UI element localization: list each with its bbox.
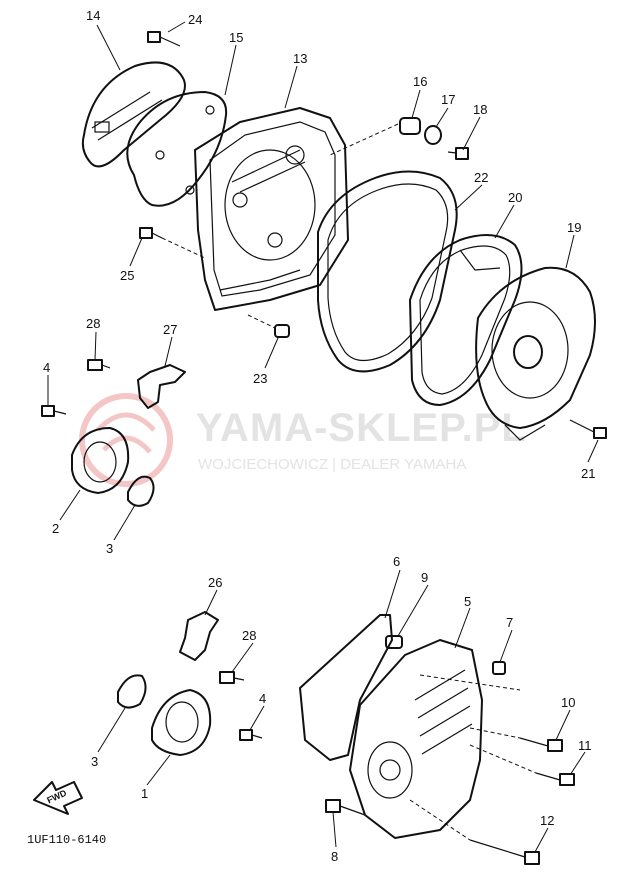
- callout-8: 8: [331, 849, 338, 864]
- callout-26: 26: [208, 575, 222, 590]
- part-26-bracket: [179, 611, 219, 661]
- callout-11: 11: [578, 738, 592, 753]
- callout-25: 25: [120, 268, 134, 283]
- part-19-outer-cover: [475, 266, 596, 441]
- part-10-bolt: [469, 727, 563, 752]
- callout-13: 13: [293, 51, 307, 66]
- callouts: 14 24 15 13 16 17 18 22 20 19 25 23 28 2…: [43, 8, 595, 864]
- part-7-nut: [419, 661, 521, 691]
- part-6-gasket: [299, 614, 393, 761]
- part-11-bolt: [469, 744, 575, 786]
- callout-20: 20: [508, 190, 522, 205]
- fwd-label: FWD: [45, 787, 68, 805]
- part-15-gasket: [126, 91, 228, 207]
- part-8-plug: [325, 799, 366, 816]
- callout-7: 7: [506, 615, 513, 630]
- watermark-dealer: WOJCIECHOWICZ | DEALER YAMAHA: [198, 456, 466, 473]
- callout-22: 22: [474, 170, 488, 185]
- callout-19: 19: [567, 220, 581, 235]
- part-28-bolt-upper: [87, 359, 111, 371]
- callout-28-upper: 28: [86, 316, 100, 331]
- watermark-logo-mark: [96, 412, 156, 454]
- callout-6: 6: [393, 554, 400, 569]
- part-5-crankcase-cover: [349, 639, 483, 839]
- part-12-bolt: [409, 799, 540, 865]
- callout-18: 18: [473, 102, 487, 117]
- part-22-gasket: [317, 170, 458, 373]
- part-24-bolt: [147, 31, 181, 47]
- part-20-gasket: [409, 234, 523, 406]
- callout-14: 14: [86, 8, 100, 23]
- callout-23: 23: [253, 371, 267, 386]
- part-23-dowel: [247, 314, 290, 338]
- part-27-bracket: [137, 364, 186, 409]
- callout-24: 24: [188, 12, 202, 27]
- diagram-code: 1UF110-6140: [27, 833, 106, 847]
- callout-9: 9: [421, 570, 428, 585]
- callout-1: 1: [141, 786, 148, 801]
- callout-5: 5: [464, 594, 471, 609]
- callout-4-lower: 4: [259, 691, 266, 706]
- part-25-bolt: [139, 227, 206, 259]
- part-4-bolt-upper: [41, 405, 67, 417]
- part-17-washer: [424, 125, 442, 145]
- watermark: YAMA-SKLEP.PL WOJCIECHOWICZ | DEALER YAM…: [79, 393, 527, 487]
- callout-3-upper: 3: [106, 541, 113, 556]
- part-4-bolt-lower: [239, 729, 263, 741]
- part-13-crankcase-cover: [194, 107, 349, 311]
- callout-16: 16: [413, 74, 427, 89]
- part-3-gasket-lower: [117, 674, 147, 709]
- callout-28-lower: 28: [242, 628, 256, 643]
- callout-2: 2: [52, 521, 59, 536]
- callout-27: 27: [163, 322, 177, 337]
- leader-lines: [47, 21, 599, 853]
- part-18-bolt: [447, 147, 469, 160]
- part-21-bolt: [569, 419, 607, 439]
- callout-15: 15: [229, 30, 243, 45]
- part-16-spacer: [329, 117, 421, 156]
- part-28-bolt-lower: [219, 671, 245, 684]
- part-1-cover: [151, 689, 212, 756]
- callout-17: 17: [441, 92, 455, 107]
- callout-12: 12: [540, 813, 554, 828]
- forward-direction-arrow: FWD: [33, 781, 83, 815]
- part-2-cover: [71, 427, 130, 494]
- watermark-brand: YAMA-SKLEP.PL: [196, 406, 527, 450]
- part-9-dowel: [385, 635, 403, 649]
- part-14-cover-plate: [81, 61, 186, 168]
- callout-21: 21: [581, 466, 595, 481]
- callout-3-lower: 3: [91, 754, 98, 769]
- callout-10: 10: [561, 695, 575, 710]
- callout-4-upper: 4: [43, 360, 50, 375]
